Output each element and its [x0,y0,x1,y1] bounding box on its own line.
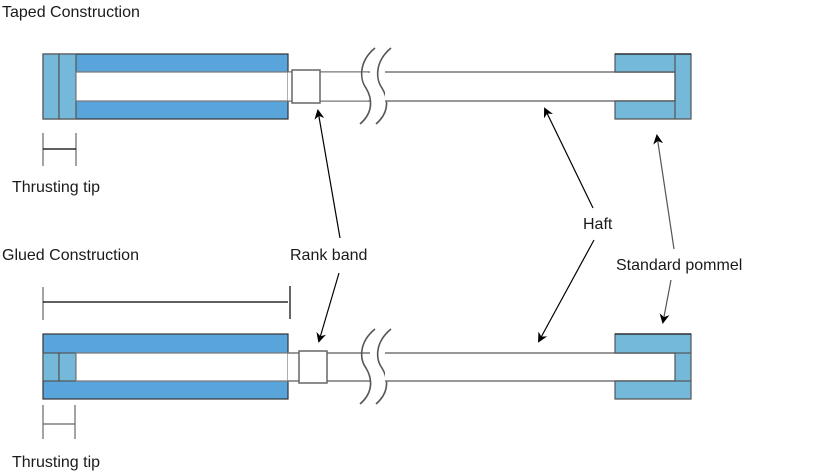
glued-tip-dimension [42,405,76,439]
haft-arrow-up [543,107,594,209]
taped-tip-dimension [42,133,77,166]
taped-tip-segment-1 [42,53,60,120]
glued-pommel [614,333,692,400]
glued-break-mark-2 [375,328,392,405]
glued-weapon [42,328,692,405]
taped-weapon [42,47,692,125]
taped-tip-segment-2 [58,53,77,120]
taped-break-mark-1 [359,47,376,125]
taped-rank-band [291,69,321,104]
glued-tip-segment-2 [58,352,77,382]
glued-break-mark-1 [359,328,376,405]
glued-core [75,352,289,382]
pommel-arrow-down [659,279,672,324]
taped-break-mark-2 [375,47,392,125]
haft-arrow-down [538,239,595,343]
haft-label: Haft [583,216,613,233]
taped-construction-title: Taped Construction [2,4,140,21]
rank-band-arrow-down [316,272,340,343]
glued-construction-title: Glued Construction [2,247,139,264]
rank-band-label: Rank band [290,247,367,264]
standard-pommel-label: Standard pommel [616,257,742,274]
taped-pommel [614,53,692,120]
rank-band-arrow-up [314,109,341,239]
glued-tip-label: Thrusting tip [12,454,100,471]
glued-rank-band [298,350,328,384]
taped-tip-label: Thrusting tip [12,179,100,196]
pommel-arrow-up [653,134,675,250]
glued-haft-right [385,353,675,381]
glued-sleeve-dimension [42,286,291,320]
taped-haft-right [385,72,675,101]
taped-core [75,71,289,102]
glued-tip-segment-1 [42,352,60,382]
